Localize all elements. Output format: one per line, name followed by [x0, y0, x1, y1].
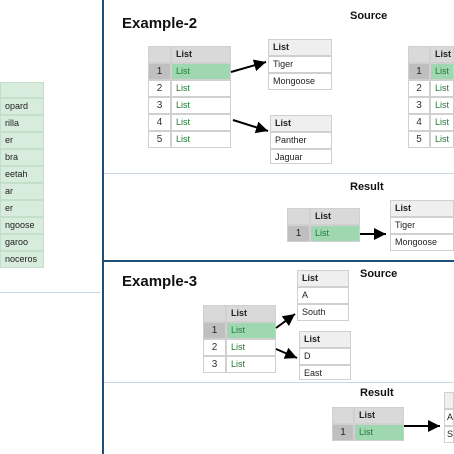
list-item: eetah: [0, 166, 44, 183]
row-number: 4: [408, 114, 430, 131]
column-header: List: [299, 331, 351, 348]
table-cell: A: [297, 287, 349, 304]
arrow-icon: [230, 59, 267, 73]
column-header: List: [270, 115, 332, 132]
table-cell[interactable]: List: [430, 97, 454, 114]
table-cell: Mongoose: [390, 234, 454, 251]
row-number: 3: [408, 97, 430, 114]
list-item: ar: [0, 183, 44, 200]
arrow-icon: [275, 313, 296, 329]
list-item: garoo: [0, 234, 44, 251]
list-item: noceros: [0, 251, 44, 268]
example2-title: Example-2: [122, 15, 198, 32]
list-item: opard: [0, 98, 44, 115]
example3-inner-divider: [104, 382, 454, 383]
table-cell-selected[interactable]: List: [354, 424, 404, 441]
column-header: List: [268, 39, 332, 56]
table-cell[interactable]: List: [171, 97, 231, 114]
left-divider: [0, 292, 100, 293]
row-number: 1: [332, 424, 354, 441]
vertical-divider: [102, 0, 104, 454]
table-cell-selected[interactable]: List: [310, 225, 360, 242]
table-cell: D: [299, 348, 351, 365]
column-header: List: [354, 407, 404, 424]
corner-cell: [287, 208, 310, 225]
row-number: 3: [148, 97, 171, 114]
table-cell: East: [299, 365, 351, 380]
arrow-icon: [232, 119, 269, 134]
row-number: 2: [203, 339, 226, 356]
list-item: bra: [0, 149, 44, 166]
list-item: rilla: [0, 115, 44, 132]
left-header-cell: [0, 82, 44, 98]
table-cell: Tiger: [268, 56, 332, 73]
example3-result-label: Result: [360, 387, 394, 399]
example2-source-label: Source: [350, 10, 388, 22]
row-number: 1: [203, 322, 226, 339]
row-number: 1: [148, 63, 171, 80]
table-cell[interactable]: List: [226, 356, 276, 373]
row-number: 1: [408, 63, 430, 80]
row-number: 2: [148, 80, 171, 97]
corner-cell: [203, 305, 226, 322]
table-cell: Panther: [270, 132, 332, 149]
table-cell-selected[interactable]: List: [171, 63, 231, 80]
column-header: List: [297, 270, 349, 287]
example2-inner-divider: [104, 173, 454, 174]
table-cell[interactable]: List: [226, 339, 276, 356]
table-cell: South: [297, 304, 349, 321]
row-number: 2: [408, 80, 430, 97]
example3-source-label: Source: [360, 268, 398, 280]
table-cell[interactable]: List: [171, 80, 231, 97]
table-cell-selected[interactable]: List: [226, 322, 276, 339]
row-number: 4: [148, 114, 171, 131]
table-cell[interactable]: List: [171, 131, 231, 148]
table-cell[interactable]: List: [171, 114, 231, 131]
table-cell: Jaguar: [270, 149, 332, 164]
row-number: 5: [148, 131, 171, 148]
row-number: 3: [203, 356, 226, 373]
table-cell[interactable]: List: [430, 131, 454, 148]
corner-cell: [148, 46, 171, 63]
column-header: List: [310, 208, 360, 225]
list-item: er: [0, 200, 44, 217]
corner-cell: [332, 407, 354, 424]
column-header: List: [226, 305, 276, 322]
section-divider: [104, 260, 454, 262]
row-number: 1: [287, 225, 310, 242]
table-cell: Mongoose: [268, 73, 332, 90]
example3-title: Example-3: [122, 273, 198, 290]
list-item: er: [0, 132, 44, 149]
list-item: ngoose: [0, 217, 44, 234]
corner-cell: [408, 46, 430, 63]
row-number: 5: [408, 131, 430, 148]
arrow-icon: [275, 347, 298, 359]
column-header: List: [171, 46, 231, 63]
example2-result-label: Result: [350, 181, 384, 193]
